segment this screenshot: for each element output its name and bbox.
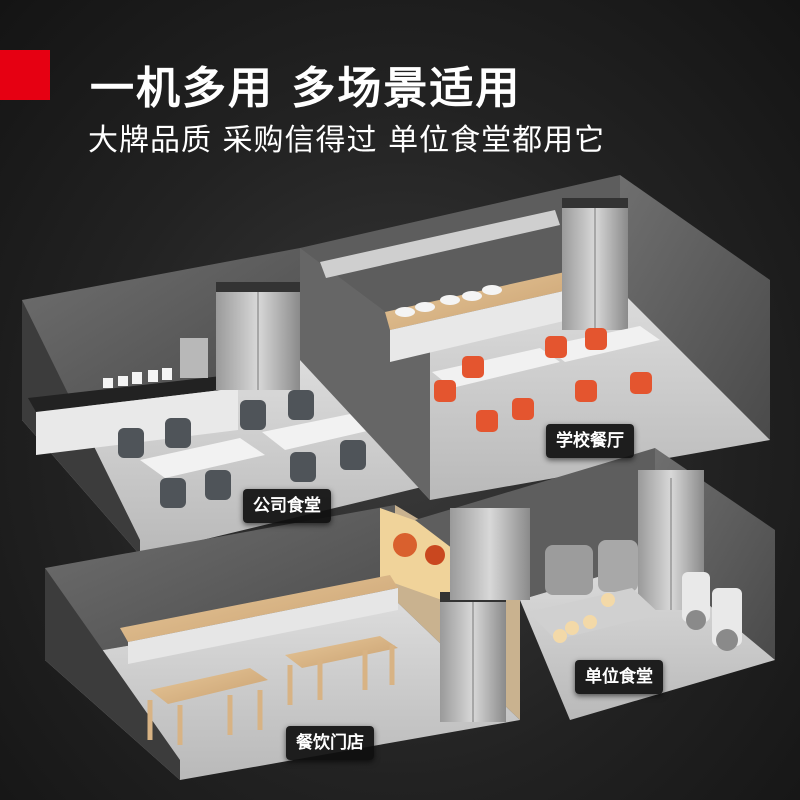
school-cafeteria-room [300,175,770,500]
label-school-cafeteria: 学校餐厅 [546,424,634,458]
accent-block [0,50,50,100]
subheadline: 大牌品质 采购信得过 单位食堂都用它 [88,123,606,158]
label-restaurant: 餐饮门店 [286,726,374,760]
label-company-canteen: 公司食堂 [243,489,331,523]
label-unit-canteen: 单位食堂 [575,660,663,694]
headline: 一机多用 多场景适用 [90,63,522,114]
restaurant-room [45,505,520,780]
unit-canteen-room [415,448,775,720]
